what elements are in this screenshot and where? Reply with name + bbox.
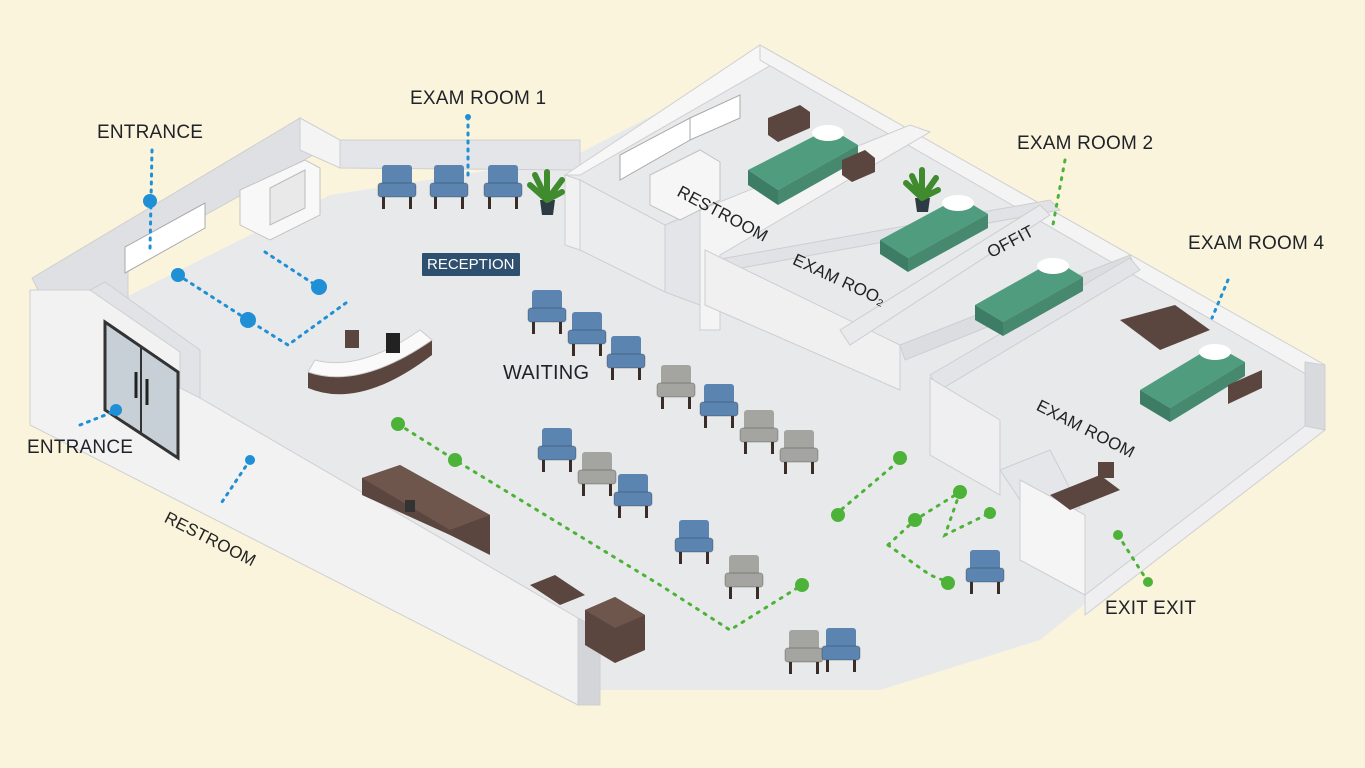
chair <box>537 428 577 472</box>
chair <box>674 520 714 564</box>
chair <box>699 384 739 428</box>
waiting-chairs <box>377 165 1005 674</box>
chair <box>656 365 696 409</box>
label-exit: EXIT EXIT <box>1105 598 1197 619</box>
chair <box>784 630 824 674</box>
label-reception: RECEPTION <box>422 253 520 276</box>
front-desk-1 <box>362 465 490 555</box>
chair <box>527 290 567 334</box>
front-desk-2 <box>530 575 645 663</box>
label-entrance-top: ENTRANCE <box>97 122 204 143</box>
restroom-fixture-top <box>619 94 741 221</box>
plant-2 <box>903 167 941 212</box>
office-desk-right <box>1050 462 1120 510</box>
label-exam-room-1: EXAM ROOM 1 <box>410 88 547 109</box>
window-left <box>124 202 206 274</box>
entrance-door <box>103 319 180 461</box>
chair <box>377 165 417 209</box>
chair <box>429 165 469 209</box>
chair <box>577 452 617 496</box>
exam-bed-3 <box>975 258 1083 336</box>
chair <box>483 165 523 209</box>
reception-desk <box>307 329 433 395</box>
chair <box>821 628 861 672</box>
path-blue <box>78 115 1230 507</box>
chair <box>965 550 1005 594</box>
chair <box>724 555 764 599</box>
label-exam-room-2: EXAM ROOM 2 <box>1017 133 1154 154</box>
exam-bed-1 <box>748 105 875 205</box>
label-exam-room-4: EXAM ROOM 4 <box>1188 233 1325 254</box>
chair <box>739 410 779 454</box>
plant-1 <box>527 169 565 215</box>
label-entrance-left: ENTRANCE <box>27 437 134 458</box>
chair <box>779 430 819 474</box>
exam-bed-4 <box>1120 305 1262 422</box>
path-markers-green <box>391 417 1153 592</box>
label-waiting: WAITING <box>503 362 590 384</box>
chair <box>613 474 653 518</box>
restroom-fixture-left <box>239 159 321 241</box>
chair <box>606 336 646 380</box>
path-markers-blue <box>110 114 471 465</box>
chair <box>567 312 607 356</box>
exam-bed-2 <box>880 195 988 272</box>
